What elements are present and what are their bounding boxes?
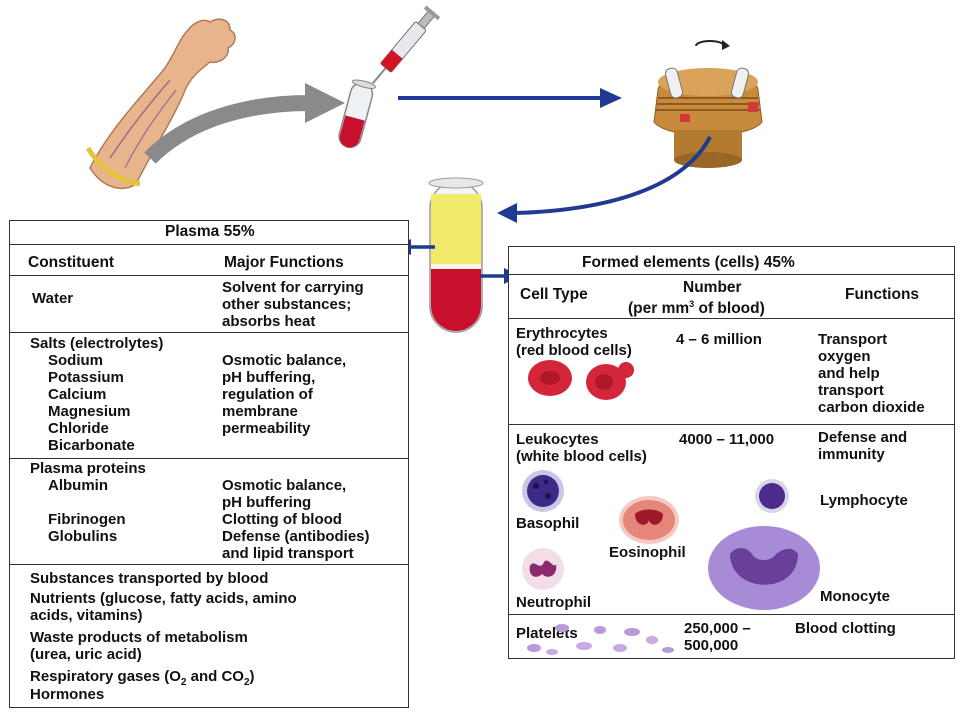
albumin-function: Osmotic balance, (222, 477, 347, 494)
erythrocytes-function: Transport (818, 331, 888, 348)
salt-item: Calcium (48, 386, 107, 403)
platelet-icon (527, 624, 674, 655)
platelets-function: Blood clotting (795, 620, 896, 637)
globulins-label: Globulins (48, 528, 118, 545)
water-function: absorbs heat (222, 313, 316, 330)
platelets-number: 500,000 (684, 637, 739, 654)
leukocytes-label: Leukocytes (516, 431, 599, 448)
neutrophil-label: Neutrophil (516, 594, 591, 611)
salt-item: Bicarbonate (48, 437, 135, 454)
erythrocytes-function: carbon dioxide (818, 399, 925, 416)
gases-text: Respiratory gases (O2 and CO2) (30, 668, 255, 688)
waste-text: (urea, uric acid) (30, 646, 142, 663)
formed-title: Formed elements (cells) 45% (582, 254, 795, 271)
leukocytes-function: Defense and (818, 429, 908, 446)
neutrophil-icon (522, 548, 564, 590)
lymphocyte-label: Lymphocyte (820, 492, 908, 509)
col-cell-type: Cell Type (520, 286, 588, 303)
col-number-unit: (per mm3 of blood) (628, 299, 765, 318)
salts-label: Salts (electrolytes) (30, 335, 164, 352)
col-functions: Functions (845, 286, 920, 303)
grey-arrow-icon (144, 83, 345, 164)
salts-function: membrane (222, 403, 298, 420)
leukocytes-function: immunity (818, 446, 885, 463)
salt-item: Magnesium (48, 403, 131, 420)
water-function: other substances; (222, 296, 352, 313)
centrifuge-icon (653, 40, 763, 168)
salts-function: permeability (222, 420, 311, 437)
water-function: Solvent for carrying (222, 279, 364, 296)
col-constituent: Constituent (28, 254, 115, 271)
erythrocytes-label: Erythrocytes (516, 325, 608, 342)
fibrinogen-function: Clotting of blood (222, 511, 342, 528)
basophil-icon (522, 470, 564, 512)
eosinophil-label: Eosinophil (609, 544, 686, 561)
leukocytes-label: (white blood cells) (516, 448, 647, 465)
leukocytes-number: 4000 – 11,000 (679, 431, 775, 448)
water-label: Water (32, 290, 74, 307)
arm-icon (85, 18, 236, 190)
rbc-icon (528, 360, 634, 400)
blue-arrow-icon (398, 88, 622, 108)
blood-tube-icon (338, 79, 377, 149)
salt-item: Potassium (48, 369, 124, 386)
erythrocytes-function: transport (818, 382, 884, 399)
platelets-number: 250,000 – (684, 620, 751, 637)
salts-function: Osmotic balance, (222, 352, 347, 369)
col-major-functions: Major Functions (224, 254, 344, 271)
monocyte-label: Monocyte (820, 588, 891, 605)
basophil-label: Basophil (516, 515, 580, 532)
globulins-function: Defense (antibodies) (222, 528, 370, 545)
globulins-function: and lipid transport (222, 545, 354, 562)
albumin-function: pH buffering (222, 494, 312, 511)
salt-item: Sodium (48, 352, 103, 369)
nutrients-text: Nutrients (glucose, fatty acids, amino (30, 590, 297, 607)
transported-heading: Substances transported by blood (30, 570, 269, 587)
erythrocytes-function: oxygen (818, 348, 871, 365)
fibrinogen-label: Fibrinogen (48, 511, 126, 528)
nutrients-text: acids, vitamins) (30, 607, 143, 624)
syringe-icon (372, 5, 441, 84)
plasma-title: Plasma 55% (165, 223, 255, 240)
curved-arrow-icon (497, 136, 712, 223)
salt-item: Chloride (48, 420, 109, 437)
erythrocytes-function: and help (818, 365, 880, 382)
eosinophil-icon (619, 496, 679, 544)
monocyte-icon (708, 526, 820, 610)
waste-text: Waste products of metabolism (30, 629, 248, 646)
hormones-text: Hormones (30, 686, 105, 703)
lymphocyte-icon (755, 479, 789, 513)
plasma-table (9, 220, 409, 708)
salts-function: pH buffering, (222, 369, 316, 386)
separated-tube-icon (428, 177, 484, 333)
salts-function: regulation of (222, 386, 313, 403)
proteins-label: Plasma proteins (30, 460, 146, 477)
erythrocytes-label: (red blood cells) (516, 342, 632, 359)
albumin-label: Albumin (48, 477, 108, 494)
col-number: Number (683, 279, 742, 296)
erythrocytes-number: 4 – 6 million (676, 331, 762, 348)
